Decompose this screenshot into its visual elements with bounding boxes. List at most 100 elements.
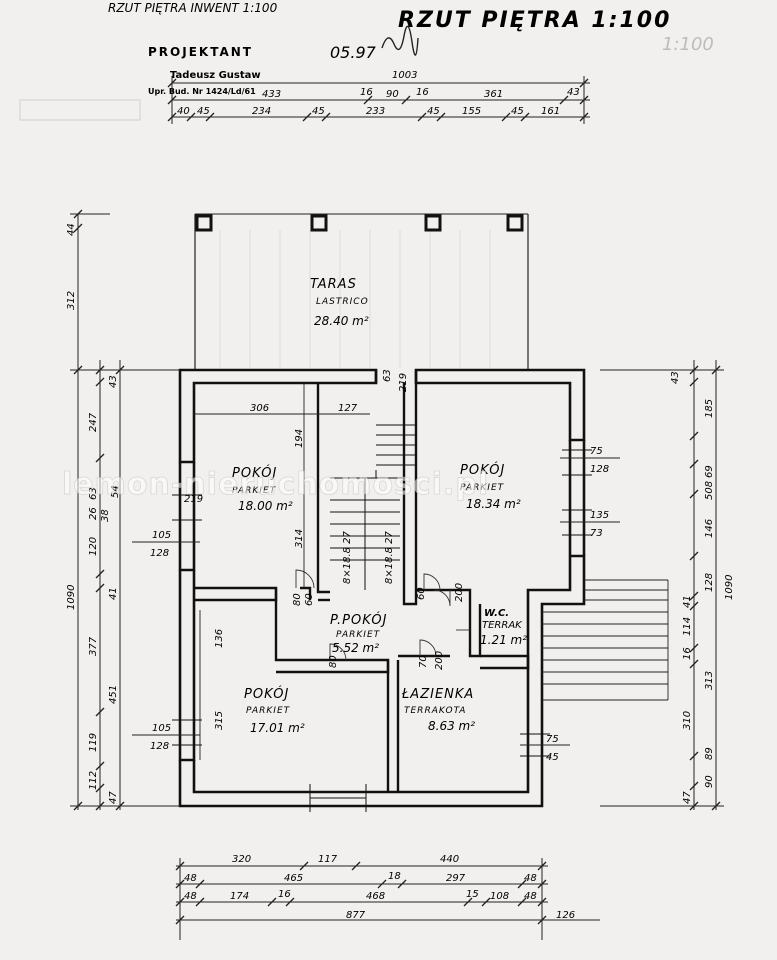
dim-right-mid-5: 16 [682, 647, 693, 660]
room-material-taras: LASTRICO [316, 297, 369, 307]
dim-top-r3-3: 45 [312, 106, 325, 117]
dim-left-mid-1: 247 [88, 412, 99, 432]
dim-left-mid-5: 451 [108, 685, 119, 704]
exterior-stairs [542, 579, 669, 701]
dim-top-total: 1003 [392, 70, 417, 81]
dim-right-mid-0: 69 [704, 465, 715, 478]
dim-int-1: 127 [338, 403, 358, 414]
faint-stamp-box [19, 99, 141, 121]
dim-int-15: 128 [150, 741, 169, 752]
room-material-pokoj-nw: PARKIET [232, 486, 277, 496]
interior-walls [194, 370, 530, 792]
dim-int-12: 136 [214, 629, 225, 648]
dim-int-17: 60 [304, 593, 315, 606]
left-dimension-ticks [73, 209, 125, 811]
dim-int-9: 128 [590, 464, 609, 475]
dim-right-mid-4: 114 [682, 617, 693, 636]
dim-bottom-r4-0: 877 [346, 910, 366, 921]
dim-left-outer-0: 44 [66, 223, 77, 236]
dim-left-inner-1: 26 [88, 507, 99, 520]
page-title: RZUT PIĘTRA 1:100 [398, 8, 671, 33]
dim-left-mid-2: 120 [88, 537, 99, 556]
dim-int-5: 219 [398, 373, 409, 392]
dim-int-20: 80 [328, 655, 339, 668]
dim-top-r2-1: 16 [360, 87, 373, 98]
dim-left-inner-0: 63 [88, 487, 99, 500]
dim-left-outer-1: 312 [66, 291, 77, 310]
dim-left-mid-3: 41 [108, 587, 119, 600]
dim-right-mid-9: 90 [704, 775, 715, 788]
dim-bottom-r2-2: 18 [388, 871, 401, 882]
dim-left-outer-2: 1090 [66, 585, 77, 610]
dim-top-r3-5: 45 [427, 106, 440, 117]
room-area-wc: 1.21 m² [480, 633, 527, 647]
dim-bottom-r2-0: 48 [184, 873, 197, 884]
room-name-wc: W.C. [484, 608, 509, 619]
dim-int-21: 70 [418, 655, 429, 668]
room-area-lazienka: 8.63 m² [428, 719, 475, 733]
dim-int-11: 73 [590, 528, 603, 539]
top-dimension-ticks [167, 78, 589, 122]
stairs-label-left: 8×18.8 27 [342, 530, 353, 584]
header-note: RZUT PIĘTRA INWENT 1:100 [108, 1, 278, 15]
dim-top-r3-0: 40 [177, 106, 190, 117]
terrace [194, 213, 529, 370]
dim-right-mid-10: 47 [682, 791, 693, 804]
room-area-taras: 28.40 m² [314, 314, 369, 328]
dim-bottom-r1-1: 117 [318, 854, 338, 865]
dim-top-r2-2: 90 [386, 89, 399, 100]
dim-bottom-r4-1: 126 [556, 910, 575, 921]
room-name-przedpokoj: P.POKÓJ [330, 612, 388, 628]
room-area-pokoj-ne: 18.34 m² [466, 497, 521, 511]
dim-bottom-r3-0: 48 [184, 891, 197, 902]
windows [172, 449, 592, 812]
watermark: lemon-nieruchomosci.pl [62, 467, 489, 502]
dim-top-r3-6: 155 [462, 106, 481, 117]
right-dimension-lines [600, 360, 724, 810]
dim-right-mid-8: 89 [704, 747, 715, 760]
faint-scale: 1:100 [662, 34, 714, 55]
signature-mark [381, 25, 419, 56]
dim-left-inner-2: 38 [100, 509, 111, 522]
dim-bottom-r2-1: 465 [284, 873, 303, 884]
dim-int-4: 63 [382, 369, 393, 382]
room-name-lazienka: ŁAZIENKA [401, 687, 474, 702]
dim-right-outer-3: 1090 [724, 575, 735, 600]
staircase [330, 424, 416, 590]
dim-right-mid-6: 313 [704, 671, 715, 690]
interior-dimension-lines [132, 383, 620, 760]
dim-left-mid-7: 112 [88, 771, 99, 790]
bottom-dimension-ticks [175, 861, 547, 925]
dim-bottom-r3-6: 48 [524, 891, 537, 902]
dim-bottom-r1-0: 320 [232, 854, 251, 865]
dim-left-mid-6: 119 [88, 733, 99, 752]
dim-int-6: 105 [152, 530, 171, 541]
dim-top-r3-1: 45 [197, 106, 210, 117]
room-area-przedpokoj: 5.52 m² [332, 641, 379, 655]
dim-bottom-r3-1: 174 [230, 891, 249, 902]
dim-top-r3-4: 233 [366, 106, 385, 117]
dim-int-7: 128 [150, 548, 169, 559]
dim-right-outer-1: 185 [704, 399, 715, 418]
dim-bottom-r1-2: 440 [440, 854, 459, 865]
dim-right-mid-1: 146 [704, 519, 715, 538]
designer-name: Tadeusz Gustaw [170, 70, 261, 81]
room-name-taras: TARAS [310, 277, 357, 292]
dim-int-23: 75 [546, 734, 559, 745]
dim-int-19: 200 [454, 583, 465, 602]
permit-number: Upr. Bud. Nr 1424/Ld/61 [148, 87, 256, 96]
dim-int-2: 194 [294, 429, 305, 448]
dim-bottom-r3-5: 108 [490, 891, 509, 902]
room-material-wc: TERRAK [482, 620, 523, 631]
room-area-pokoj-sw: 17.01 m² [250, 721, 305, 735]
dim-bottom-r3-3: 468 [366, 891, 385, 902]
dim-int-24: 45 [546, 752, 559, 763]
room-material-pokoj-sw: PARKIET [246, 706, 291, 716]
projektant-label: PROJEKTANT [148, 45, 253, 59]
dim-right-outer-2: 508 [704, 481, 715, 500]
dim-left-small-0: 219 [184, 494, 203, 505]
dim-left-small-1: 54 [110, 485, 121, 498]
dim-top-r3-2: 234 [252, 106, 271, 117]
dim-right-mid-7: 310 [682, 711, 693, 730]
